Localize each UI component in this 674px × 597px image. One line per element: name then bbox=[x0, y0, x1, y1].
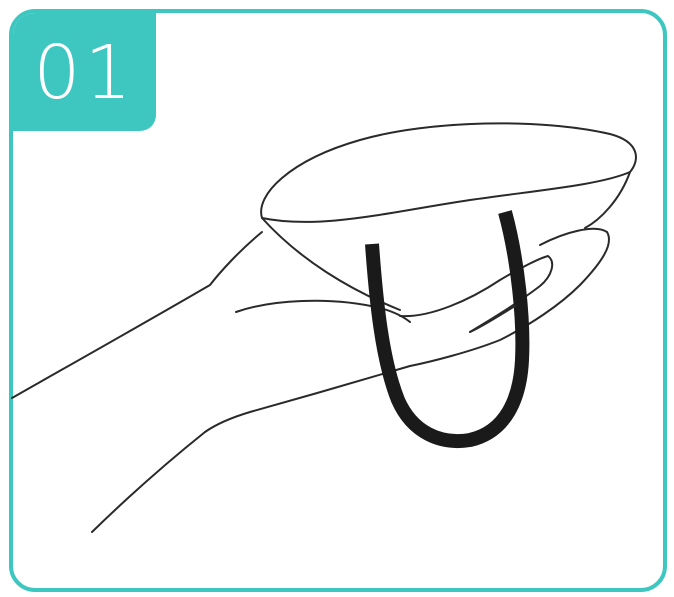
strap-icon bbox=[372, 212, 522, 441]
strap-loop bbox=[372, 212, 522, 441]
hand-thumb-overlap bbox=[470, 306, 515, 332]
cup-rim bbox=[261, 123, 636, 222]
cup-body-right bbox=[585, 172, 630, 228]
hand-palm-bottom bbox=[205, 366, 410, 432]
hand-forearm-bottom bbox=[92, 432, 205, 532]
hand-thumb bbox=[400, 256, 552, 332]
hand-forearm-top bbox=[12, 232, 262, 398]
cup-icon bbox=[261, 123, 636, 310]
